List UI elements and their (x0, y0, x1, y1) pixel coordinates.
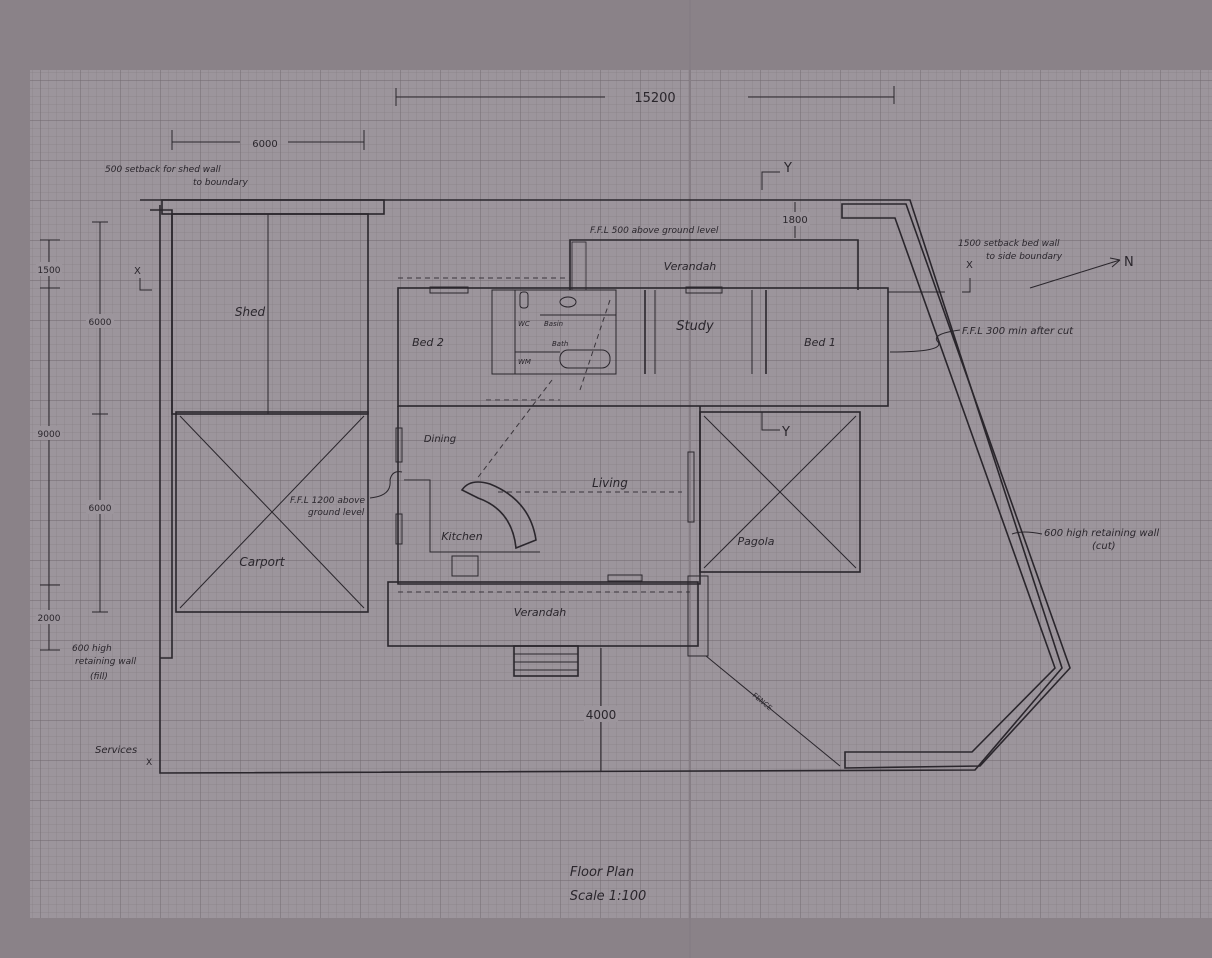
note-retaining-cut: 600 high retaining wall (1044, 528, 1159, 539)
north-arrow: N (1029, 255, 1134, 289)
dimension-left: 1500 9000 2000 6000 6000 (36, 221, 114, 651)
dimension-label: 4000 (586, 708, 617, 722)
section-label: X (966, 260, 973, 271)
dimension-label: 6000 (252, 139, 277, 150)
note-ffl-500: F.F.L 500 above ground level (590, 226, 719, 236)
pagola (699, 411, 861, 573)
room-label-living: Living (592, 476, 628, 490)
note-services: Services (95, 745, 137, 756)
note-ffl-1200-2: ground level (308, 508, 365, 518)
room-label-kitchen: Kitchen (441, 530, 482, 543)
note-retaining-fill: 600 high (72, 644, 112, 654)
section-marker-x: X X (134, 260, 973, 293)
room-label-dining: Dining (424, 434, 456, 445)
room-label-study: Study (676, 319, 714, 334)
north-label: N (1124, 255, 1134, 270)
note-ffl-300: F.F.L 300 min after cut (962, 326, 1074, 337)
dimension-label: 15200 (634, 91, 675, 106)
room-label-verandah-rear: Verandah (664, 260, 717, 273)
dimension-shed-width: 6000 (171, 130, 365, 150)
dimension-label: 9000 (38, 430, 61, 440)
note-shed-setback: 500 setback for shed wall (105, 165, 221, 175)
note-bed-setback-2: to side boundary (986, 252, 1063, 262)
room-label-pagola: Pagola (738, 535, 775, 548)
fence (705, 655, 841, 767)
note-ffl-1200: F.F.L 1200 above (290, 496, 365, 506)
room-label-wm: WM (518, 358, 531, 366)
note-retaining-cut-2: (cut) (1092, 541, 1116, 552)
room-label-bed2: Bed 2 (412, 336, 444, 349)
site-boundary (140, 199, 1063, 774)
note-bed-setback: 1500 setback bed wall (958, 239, 1060, 249)
carport (175, 411, 369, 613)
retaining-wall-fill (150, 209, 173, 659)
dimension-overall: 15200 (395, 86, 895, 106)
note-retaining-fill-3: (fill) (90, 672, 108, 682)
section-label: Y (781, 425, 790, 440)
dimension-front-setback: 4000 (584, 648, 618, 772)
shed (171, 213, 369, 415)
room-label-shed: Shed (235, 305, 266, 319)
room-label-bed1: Bed 1 (804, 336, 836, 349)
dimension-label: 1800 (782, 215, 807, 226)
dimension-label: 6000 (89, 504, 112, 514)
note-shed-setback-2: to boundary (193, 178, 248, 188)
note-retaining-fill-2: retaining wall (75, 657, 137, 667)
dimension-label: 2000 (38, 614, 61, 624)
section-marker-y: Y Y (761, 161, 792, 440)
dimension-rear-setback: 1800 (780, 202, 810, 238)
dimension-label: 6000 (89, 318, 112, 328)
room-label-verandah-front: Verandah (514, 606, 567, 619)
grid (30, 70, 1212, 918)
dimension-label: 1500 (38, 266, 61, 276)
section-label: X (134, 266, 141, 277)
section-label: Y (783, 161, 792, 176)
room-label-basin: Basin (544, 320, 563, 328)
retaining-wall-cut (841, 203, 1071, 769)
house (387, 239, 889, 767)
room-label-bath: Bath (552, 340, 568, 348)
room-label-wc: WC (518, 320, 530, 328)
services-mark: X (146, 758, 152, 768)
front-steps (513, 645, 579, 677)
drawing-title: Floor Plan (570, 865, 634, 880)
room-label-carport: Carport (239, 555, 286, 569)
drawing-scale: Scale 1:100 (570, 889, 647, 904)
